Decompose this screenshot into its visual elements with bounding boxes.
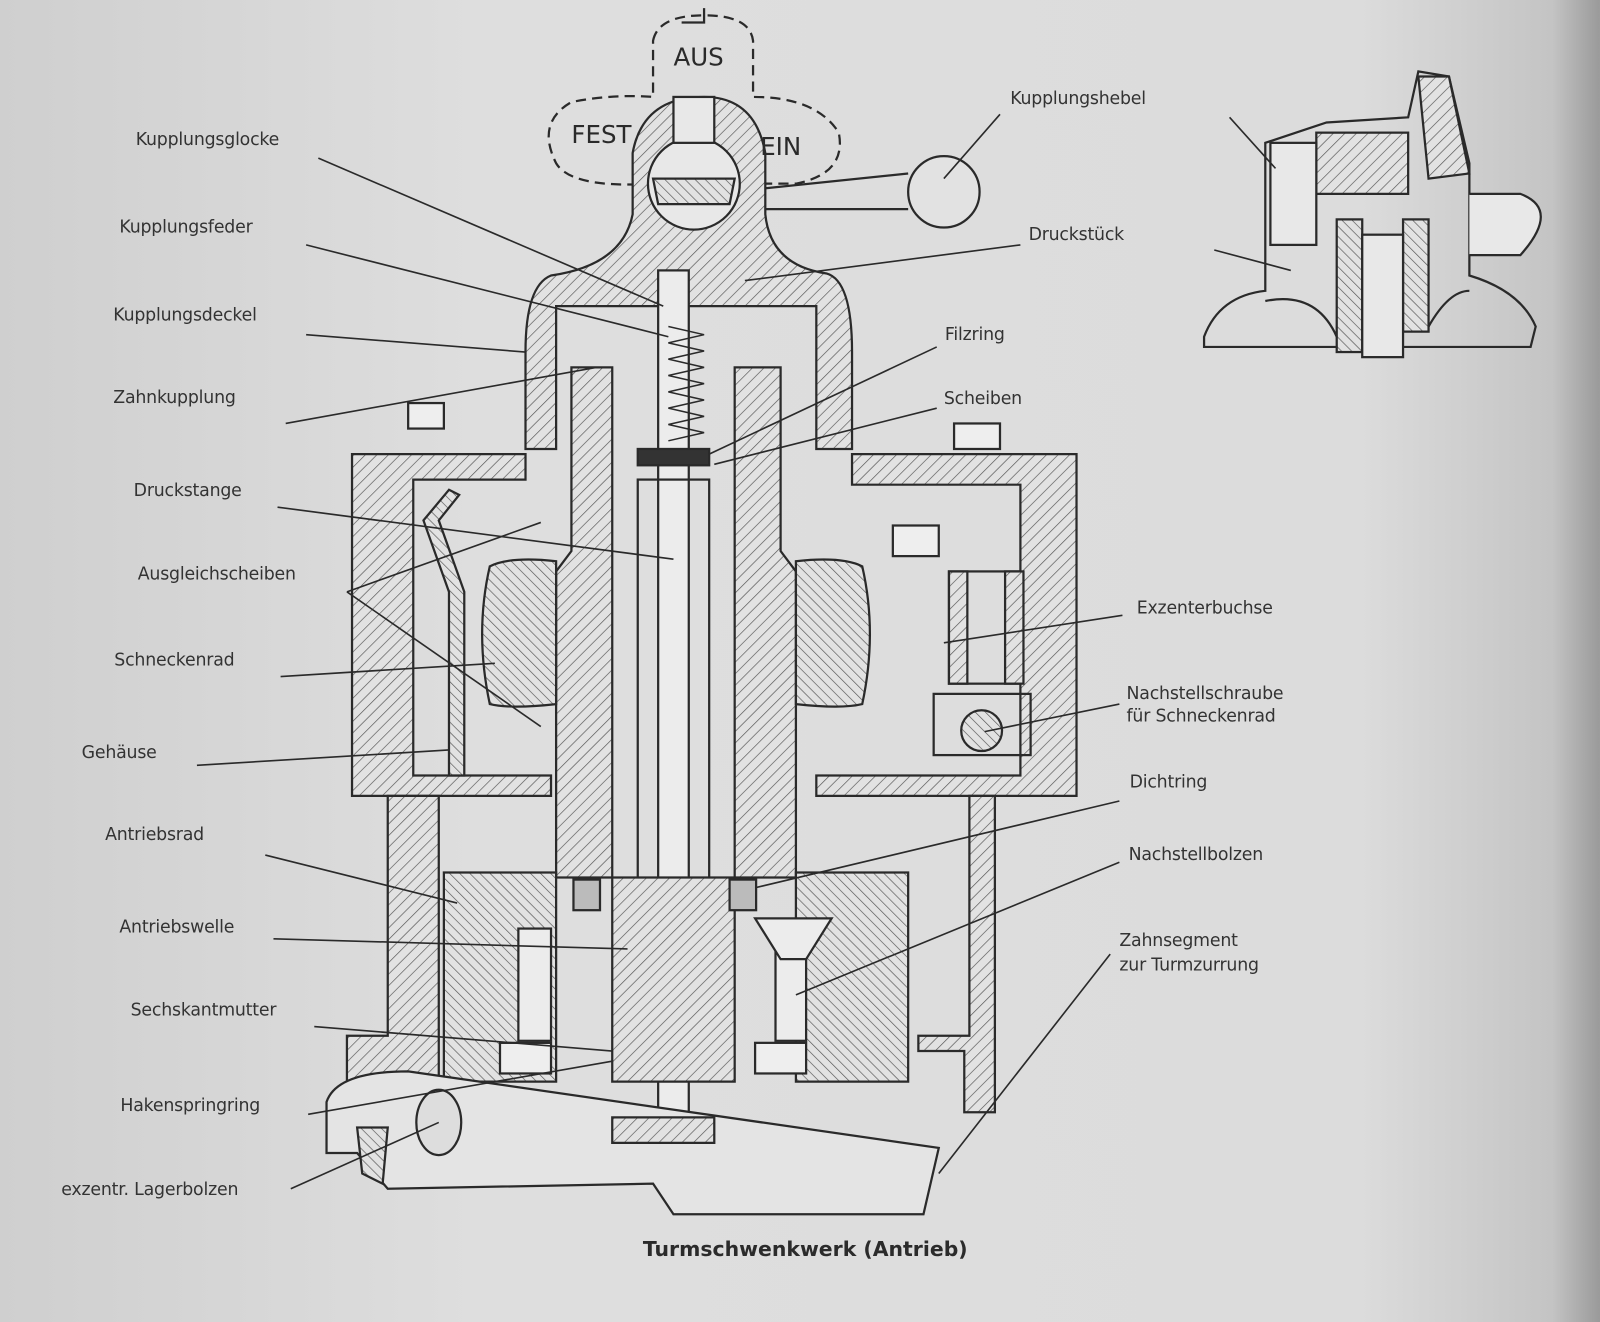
label-zahnsegment: Zahnsegment bbox=[1119, 930, 1238, 952]
label-druckstueck: Druckstück bbox=[1028, 224, 1125, 245]
bolt-head-left bbox=[407, 401, 445, 430]
label-filzring: Filzring bbox=[944, 324, 1005, 345]
inset-detail-drawing bbox=[1202, 70, 1542, 359]
spring bbox=[668, 325, 705, 442]
seal-left bbox=[572, 878, 602, 912]
label-nachstellschraube: Nachstellschraube bbox=[1126, 683, 1284, 705]
label-antriebswelle: Antriebswelle bbox=[119, 917, 235, 938]
label-hakenspringring: Hakenspringring bbox=[120, 1095, 261, 1117]
label-sechskantmutter: Sechskantmutter bbox=[130, 999, 277, 1021]
hub bbox=[554, 366, 614, 879]
label-nachstellbolzen: Nachstellbolzen bbox=[1128, 844, 1264, 866]
label-scheiben: Scheiben bbox=[943, 388, 1022, 410]
label-kupplungsdeckel: Kupplungsdeckel bbox=[113, 305, 257, 326]
housing-lower bbox=[345, 794, 440, 1083]
label-fuer-schneckenrad: für Schneckenrad bbox=[1126, 706, 1276, 727]
label-gehaeuse: Gehäuse bbox=[81, 742, 157, 764]
handle-position-fest: FEST bbox=[571, 120, 632, 149]
lever-ball bbox=[907, 154, 981, 229]
leader-lines bbox=[196, 113, 1292, 1190]
label-ausgleichscheiben: Ausgleichscheiben bbox=[137, 564, 296, 585]
label-kupplungshebel: Kupplungshebel bbox=[1010, 88, 1146, 110]
label-antriebsrad: Antriebsrad bbox=[105, 824, 204, 845]
seal-right bbox=[728, 878, 758, 912]
label-exzenterbuchse: Exzenterbuchse bbox=[1136, 597, 1273, 619]
handle-position-ein: EIN bbox=[760, 132, 802, 162]
label-zur-turmzurrung: zur Turmzurrung bbox=[1119, 955, 1259, 976]
adjusting-screw bbox=[960, 709, 1004, 753]
label-lagerbolzen: exzentr. Lagerbolzen bbox=[61, 1179, 239, 1200]
label-dichtring: Dichtring bbox=[1129, 772, 1208, 793]
handle-position-aus: AUS bbox=[673, 42, 724, 72]
lever-arm bbox=[760, 172, 909, 211]
hex-nut bbox=[498, 1041, 553, 1075]
bolt-head-right bbox=[952, 422, 1002, 451]
drive-shaft bbox=[611, 876, 736, 1083]
label-druckstange: Druckstange bbox=[133, 480, 242, 502]
worm-wheel bbox=[481, 558, 558, 708]
label-kupplungsglocke: Kupplungsglocke bbox=[135, 129, 280, 150]
handle-outline bbox=[547, 14, 841, 216]
figure-caption: Turmschwenkwerk (Antrieb) bbox=[642, 1236, 968, 1262]
label-kupplungsfeder: Kupplungsfeder bbox=[119, 217, 253, 238]
label-zahnkupplung: Zahnkupplung bbox=[113, 387, 236, 409]
label-schneckenrad: Schneckenrad bbox=[114, 649, 235, 671]
